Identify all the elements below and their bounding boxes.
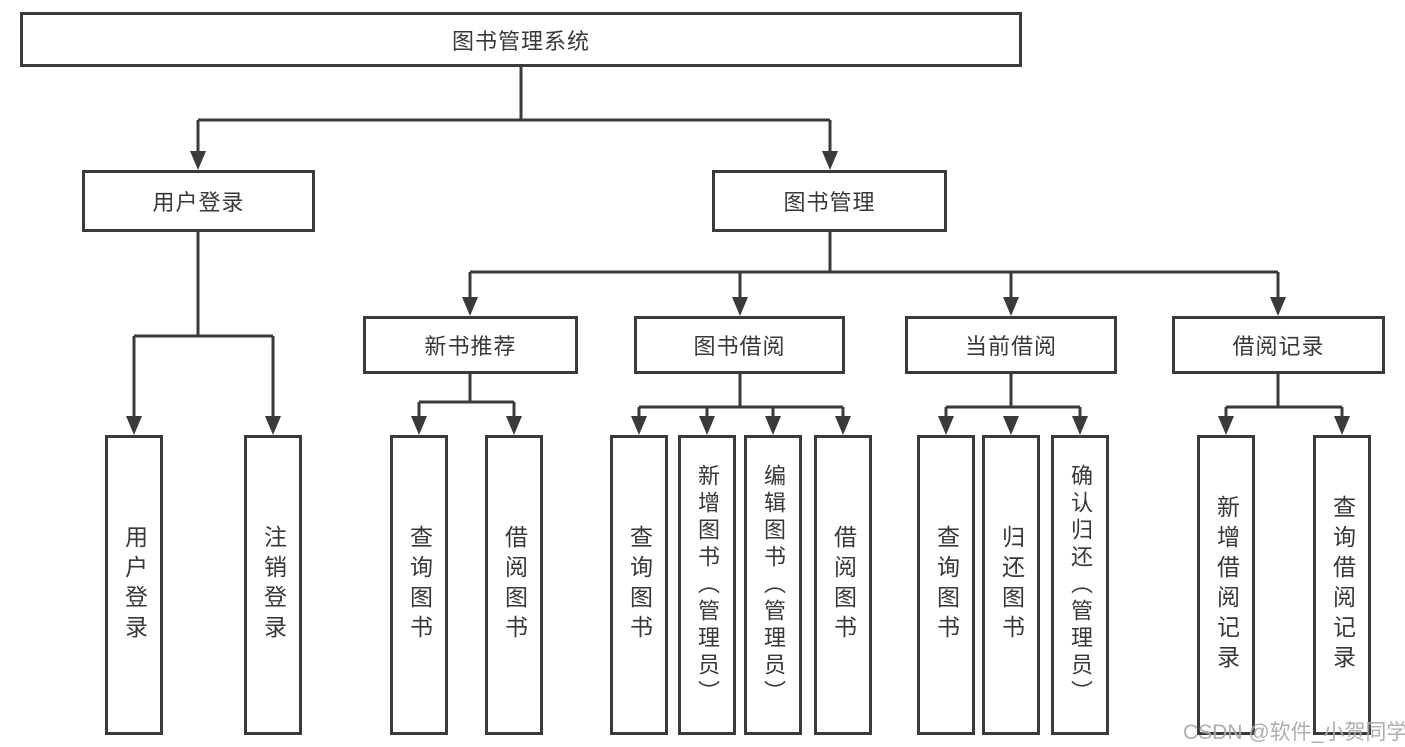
leaf-nb-query-books: 查询图书	[390, 435, 448, 735]
node-borrow-records-label: 借阅记录	[1232, 334, 1325, 359]
connector-book-borrowing-to-leaves	[631, 374, 851, 435]
leaf-user-login-label: 用户登录	[121, 525, 148, 645]
leaf-br-add-record: 新增借阅记录	[1197, 435, 1255, 735]
node-current-borrowing: 当前借阅	[905, 316, 1117, 374]
node-book-management-system-label: 图书管理系统	[451, 28, 590, 54]
leaf-user-login: 用户登录	[105, 435, 163, 735]
leaf-bb-borrow-books-label: 借阅图书	[830, 525, 857, 645]
connector-user-login-to-leaves	[126, 232, 281, 435]
node-book-management-label: 图书管理	[783, 190, 876, 215]
connector-book-management-to-level3	[462, 232, 1286, 316]
node-user-login-label: 用户登录	[152, 190, 245, 215]
node-user-login: 用户登录	[82, 170, 315, 232]
leaf-cb-query-books-label: 查询图书	[933, 525, 960, 645]
leaf-bb-query-books: 查询图书	[610, 435, 668, 735]
node-book-borrowing-label: 图书借阅	[693, 334, 786, 359]
leaf-nb-borrow-books-label: 借阅图书	[501, 525, 528, 645]
connector-borrow-records-to-leaves	[1218, 374, 1350, 435]
leaf-cb-query-books: 查询图书	[917, 435, 975, 735]
leaf-bb-query-books-label: 查询图书	[626, 525, 653, 645]
node-borrow-records: 借阅记录	[1172, 316, 1385, 374]
leaf-cb-return-books-label: 归还图书	[998, 525, 1025, 645]
node-new-book-recommend: 新书推荐	[363, 316, 578, 374]
node-current-borrowing-label: 当前借阅	[964, 334, 1057, 359]
leaf-bb-edit-books-admin-label: 编辑图书（管理员）	[761, 463, 786, 707]
node-book-borrowing: 图书借阅	[634, 316, 845, 374]
leaf-bb-edit-books-admin: 编辑图书（管理员）	[744, 435, 802, 735]
leaf-bb-add-books-admin-label: 新增图书（管理员）	[695, 463, 720, 707]
leaf-cb-return-books: 归还图书	[982, 435, 1040, 735]
leaf-br-add-record-label: 新增借阅记录	[1213, 495, 1240, 675]
node-book-management-system: 图书管理系统	[20, 12, 1022, 67]
leaf-br-query-record: 查询借阅记录	[1313, 435, 1371, 735]
leaf-bb-borrow-books: 借阅图书	[814, 435, 872, 735]
leaf-bb-add-books-admin: 新增图书（管理员）	[678, 435, 736, 735]
leaf-logout-label: 注销登录	[260, 525, 287, 645]
leaf-cb-confirm-return-admin-label: 确认归还（管理员）	[1068, 463, 1093, 707]
connector-current-borrowing-to-leaves	[938, 374, 1088, 435]
connector-new-book-recommend-to-leaves	[411, 374, 522, 435]
node-new-book-recommend-label: 新书推荐	[424, 334, 517, 359]
leaf-logout: 注销登录	[244, 435, 302, 735]
node-book-management: 图书管理	[712, 170, 947, 232]
connector-root-to-level2	[190, 66, 838, 170]
watermark: CSDN @软件_小贺同学	[1183, 721, 1405, 744]
leaf-br-query-record-label: 查询借阅记录	[1329, 495, 1356, 675]
leaf-nb-query-books-label: 查询图书	[406, 525, 433, 645]
leaf-nb-borrow-books: 借阅图书	[485, 435, 543, 735]
leaf-cb-confirm-return-admin: 确认归还（管理员）	[1051, 435, 1109, 735]
